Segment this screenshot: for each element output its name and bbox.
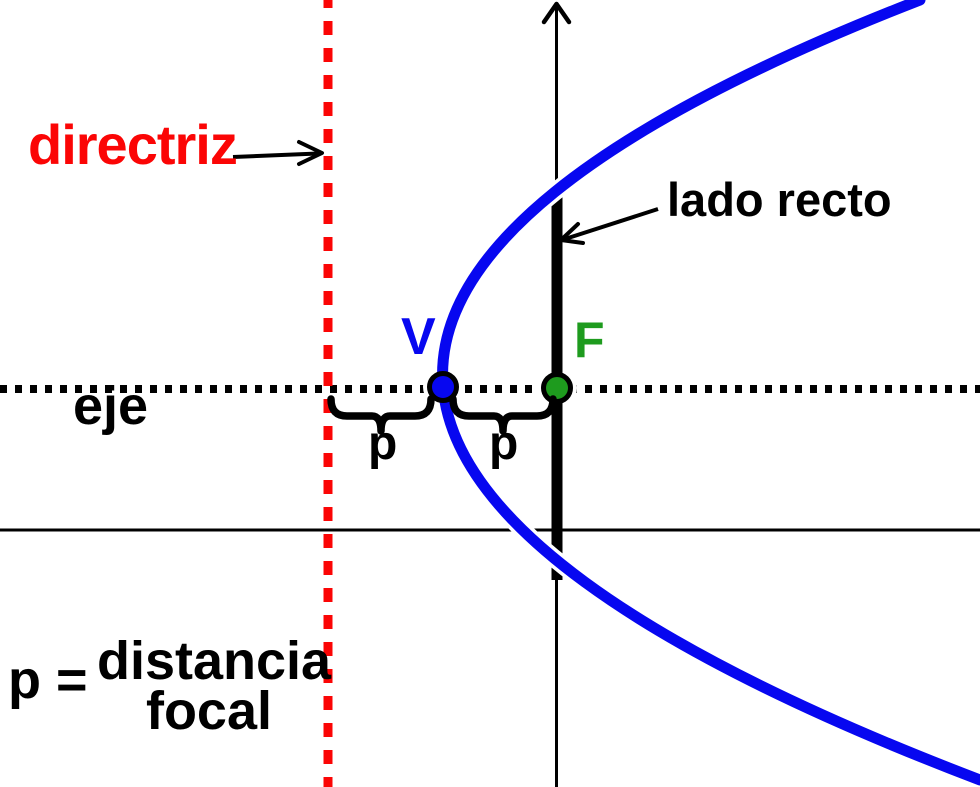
latus-rectum-label: lado recto	[667, 173, 892, 226]
y-axis-arrowhead-icon	[541, 1, 572, 25]
vertex-dot	[427, 371, 459, 403]
p-brace-left	[327, 395, 435, 435]
directrix-arrow-icon	[232, 140, 324, 166]
p-distance-right-label: p	[489, 417, 519, 470]
axis-label: eje	[73, 376, 149, 436]
p-equation-line2: focal	[145, 681, 273, 741]
directrix-label: directriz	[28, 113, 238, 176]
focus-dot	[541, 372, 573, 404]
p-brace-right	[449, 395, 557, 435]
vertex-label: V	[401, 308, 436, 366]
p-equation-lhs-label: p =	[8, 650, 88, 710]
p-equation-rhs-label: distancia focal	[97, 631, 332, 741]
latus-rectum-arrow-icon	[559, 207, 659, 245]
p-distance-left-label: p	[368, 417, 398, 470]
focus-label: F	[574, 312, 605, 368]
p-equation-line1: distancia	[97, 631, 332, 691]
